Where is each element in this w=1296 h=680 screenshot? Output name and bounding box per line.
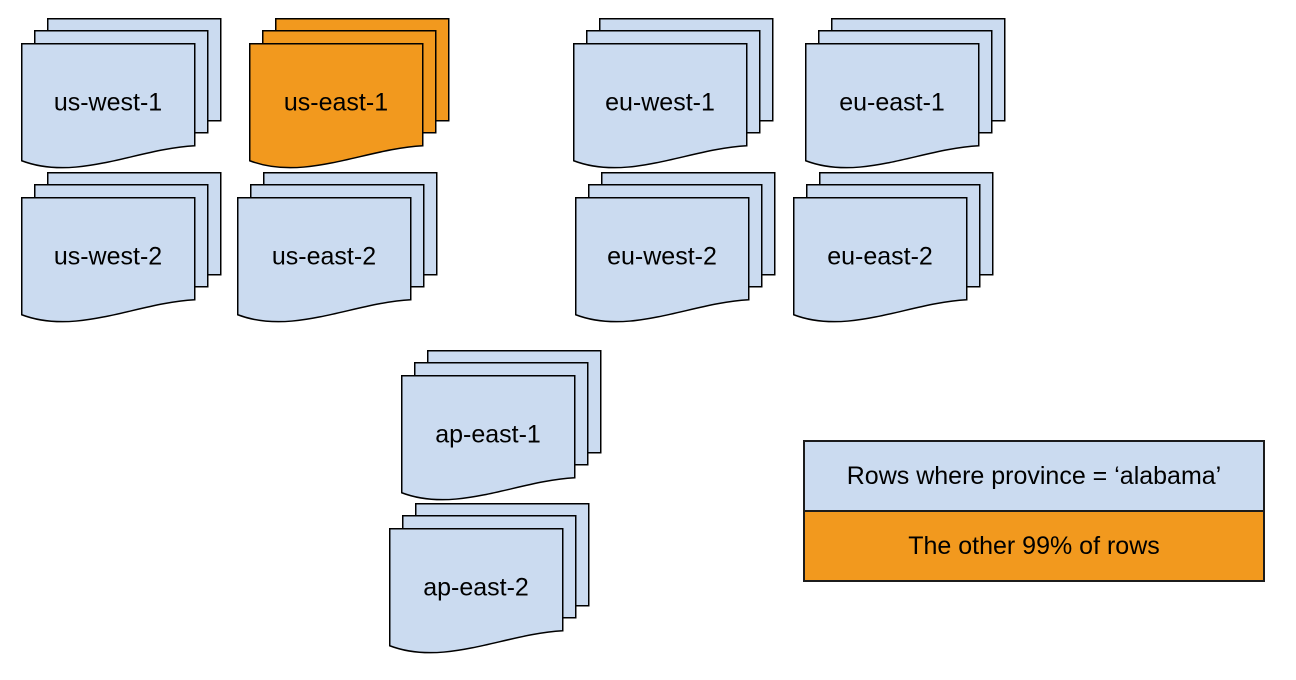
- region-label: us-east-2: [272, 243, 376, 271]
- region-label: ap-east-2: [423, 574, 529, 602]
- region-stack-eu-west-2: eu-west-2: [575, 172, 776, 326]
- region-stack-eu-west-1: eu-west-1: [573, 18, 774, 172]
- region-stack-us-east-2: us-east-2: [237, 172, 438, 326]
- document-front-sheet: [793, 197, 968, 323]
- document-front-sheet: [573, 43, 748, 169]
- document-stack-graphic: ap-east-1: [401, 350, 602, 501]
- region-label: us-west-2: [54, 243, 162, 271]
- document-stack-graphic: eu-west-2: [575, 172, 776, 323]
- document-stack-graphic: eu-west-1: [573, 18, 774, 169]
- document-stack-graphic: us-west-1: [21, 18, 222, 169]
- document-front-sheet: [21, 43, 196, 169]
- region-stack-ap-east-1: ap-east-1: [401, 350, 602, 504]
- region-label: eu-east-1: [839, 89, 945, 117]
- legend-item-label: Rows where province = ‘alabama’: [846, 461, 1222, 490]
- document-stack-graphic: us-west-2: [21, 172, 222, 323]
- region-stack-us-west-1: us-west-1: [21, 18, 222, 172]
- region-label: eu-west-2: [607, 243, 717, 271]
- region-stack-us-west-2: us-west-2: [21, 172, 222, 326]
- document-front-sheet: [249, 43, 424, 169]
- document-stack-graphic: eu-east-1: [805, 18, 1006, 169]
- legend-item-alabama-rows: Rows where province = ‘alabama’: [803, 440, 1265, 512]
- document-front-sheet: [21, 197, 196, 323]
- document-stack-graphic: ap-east-2: [389, 503, 590, 654]
- region-label: us-east-1: [284, 89, 388, 117]
- region-label: us-west-1: [54, 89, 162, 117]
- region-label: eu-west-1: [605, 89, 715, 117]
- region-label: ap-east-1: [435, 421, 541, 449]
- region-stack-eu-east-1: eu-east-1: [805, 18, 1006, 172]
- document-stack-graphic: eu-east-2: [793, 172, 994, 323]
- document-stack-graphic: us-east-2: [237, 172, 438, 323]
- document-stack-graphic: us-east-1: [249, 18, 450, 169]
- region-stack-eu-east-2: eu-east-2: [793, 172, 994, 326]
- document-front-sheet: [575, 197, 750, 323]
- document-front-sheet: [237, 197, 412, 323]
- document-front-sheet: [401, 375, 576, 501]
- region-label: eu-east-2: [827, 243, 933, 271]
- region-stack-us-east-1: us-east-1: [249, 18, 450, 172]
- legend: Rows where province = ‘alabama’ The othe…: [803, 440, 1265, 582]
- legend-item-other-rows: The other 99% of rows: [803, 510, 1265, 582]
- document-front-sheet: [389, 528, 564, 654]
- document-front-sheet: [805, 43, 980, 169]
- region-stack-ap-east-2: ap-east-2: [389, 503, 590, 657]
- legend-item-label: The other 99% of rows: [908, 531, 1160, 560]
